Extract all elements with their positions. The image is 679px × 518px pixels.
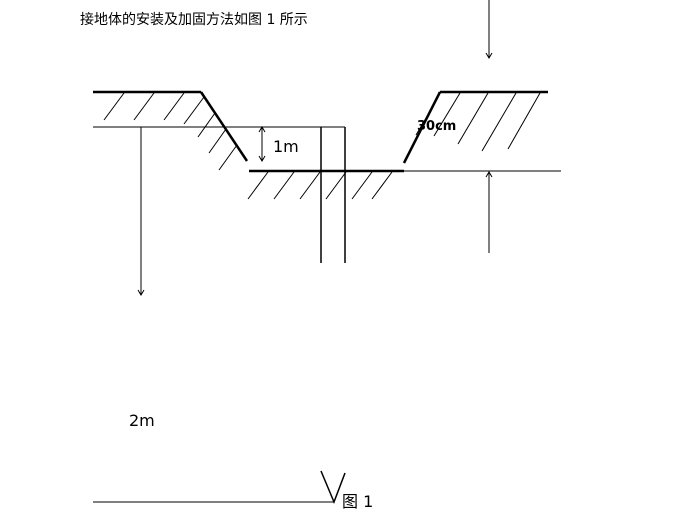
width-label: 30cm <box>417 119 457 134</box>
diagram-title: 接地体的安装及加固方法如图 1 所示 <box>80 12 308 28</box>
right-trench-slope <box>402 91 442 164</box>
figure-caption: 图 1 <box>342 492 374 511</box>
top-right-arrow <box>485 0 493 59</box>
depth-dimension <box>258 126 266 162</box>
depth-label: 1m <box>273 137 299 156</box>
length-dimension-arrow <box>137 127 145 296</box>
right-surface-hatching <box>415 92 541 152</box>
left-surface-hatching <box>103 92 238 171</box>
length-label: 2m <box>129 411 155 430</box>
trench-bottom-hatching <box>247 171 393 200</box>
grounding-rod <box>320 127 346 263</box>
bottom-right-arrow <box>485 171 493 253</box>
bottom-v-mark <box>320 470 346 505</box>
